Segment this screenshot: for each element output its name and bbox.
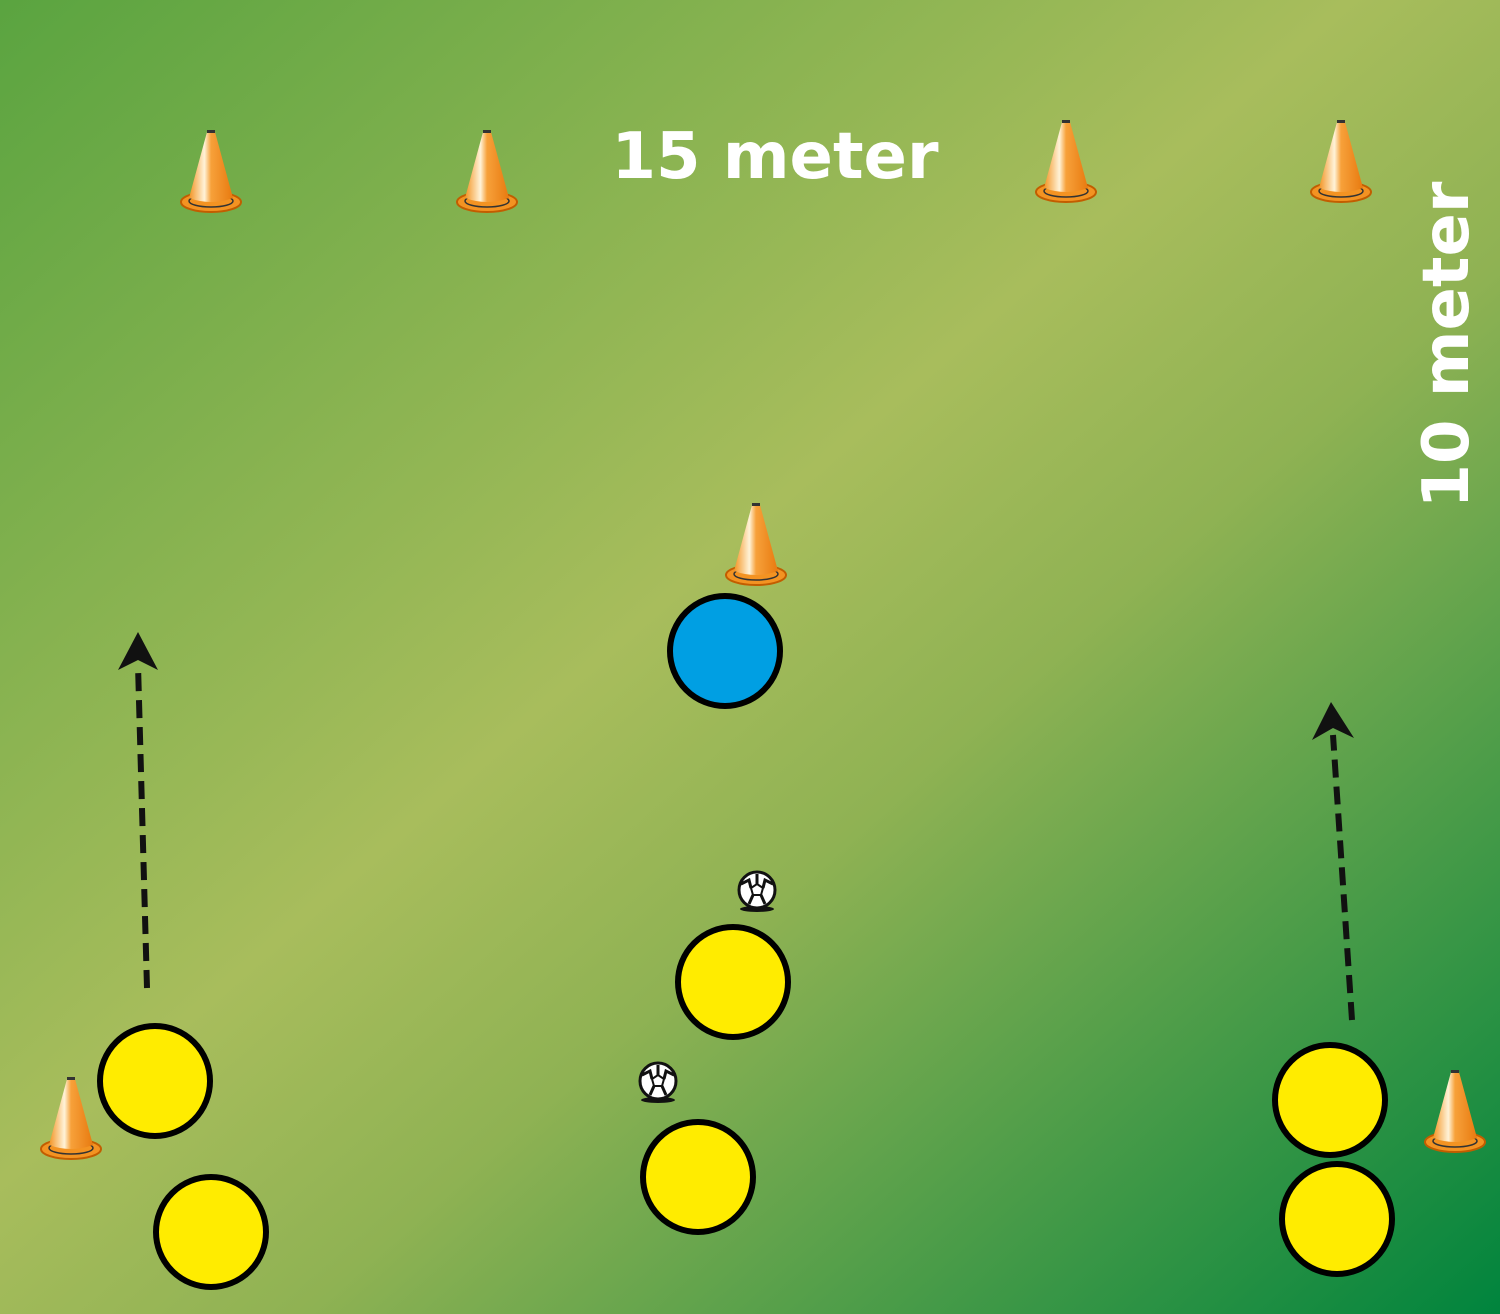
attacker-player bbox=[97, 1023, 213, 1139]
attacker-player bbox=[153, 1174, 269, 1290]
attacker-player bbox=[640, 1119, 756, 1235]
height-label: 10 meter bbox=[1410, 181, 1484, 508]
run-arrow-icon bbox=[1312, 702, 1355, 1021]
attacker-player bbox=[1279, 1161, 1395, 1277]
attacker-player bbox=[1272, 1042, 1388, 1158]
width-label: 15 meter bbox=[612, 120, 939, 194]
run-arrow-icon bbox=[118, 632, 158, 989]
defender-player bbox=[667, 593, 783, 709]
attacker-player bbox=[675, 924, 791, 1040]
